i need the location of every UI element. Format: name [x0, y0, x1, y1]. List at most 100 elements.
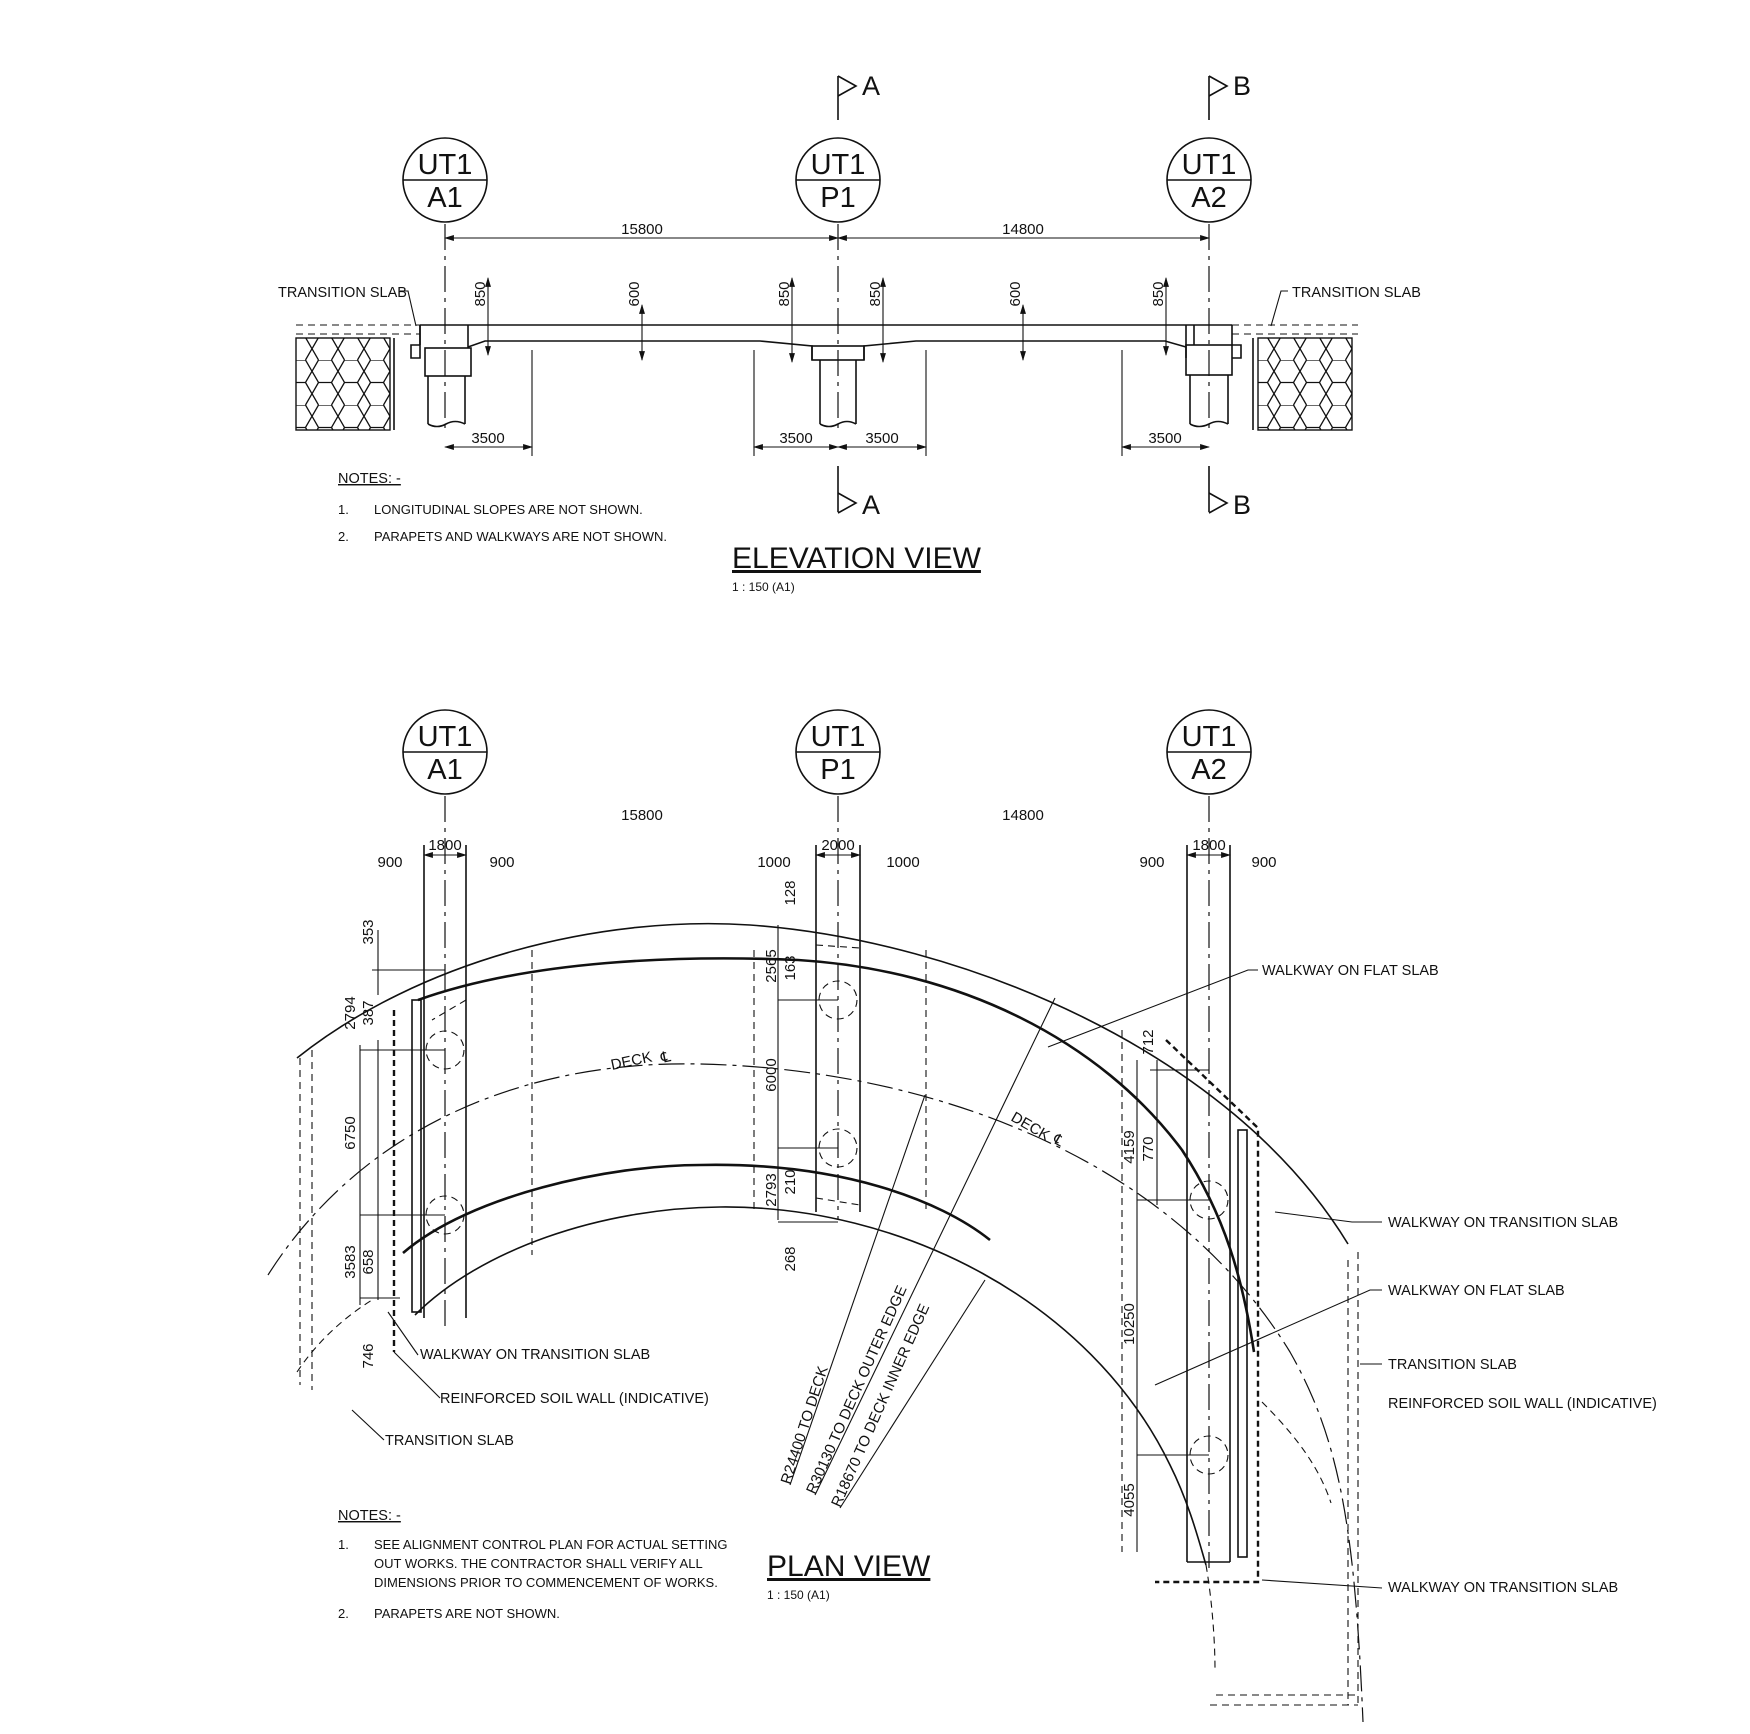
p1-dimension: 2793 — [763, 1173, 780, 1206]
note-number: 1. — [338, 1537, 349, 1552]
deck-elevation — [410, 324, 1242, 377]
elevation-depth-dimensions: 850 600 850 850 600 850 — [472, 277, 1169, 363]
width-total: 1800 — [428, 837, 461, 854]
bubble-bottom-text: A2 — [1191, 754, 1226, 786]
depth-dimension: 850 — [1150, 281, 1167, 306]
section-marker-a-bottom: A — [837, 466, 880, 520]
bubble-top-text: UT1 — [418, 721, 473, 753]
section-letter: B — [1233, 71, 1251, 101]
abutment-a2-plan — [1155, 845, 1359, 1706]
depth-dimension: 850 — [867, 281, 884, 306]
width-left: 900 — [377, 854, 402, 871]
a2-dimension: 4055 — [1121, 1483, 1138, 1516]
bubble-top-text: UT1 — [811, 721, 866, 753]
width-right: 900 — [489, 854, 514, 871]
label-walkway-transition-right: WALKWAY ON TRANSITION SLAB — [1388, 1215, 1618, 1231]
bubble-top-text: UT1 — [418, 149, 473, 181]
note-text: OUT WORKS. THE CONTRACTOR SHALL VERIFY A… — [374, 1556, 703, 1571]
depth-dimension: 600 — [626, 281, 643, 306]
bubble-bottom-text: P1 — [820, 754, 855, 786]
deck-outer-edge — [296, 922, 1349, 1245]
bubble-bottom-text: A1 — [427, 754, 462, 786]
plan-pier-bubble-a2: UT1 A2 — [1166, 709, 1252, 795]
bubble-bottom-text: P1 — [820, 182, 855, 214]
pier-p1-plan — [531, 845, 1123, 1552]
elevation-notes: NOTES: - 1. LONGITUDINAL SLOPES ARE NOT … — [338, 471, 667, 544]
width-total: 2000 — [821, 837, 854, 854]
width-left: 1000 — [757, 854, 790, 871]
bubble-top-text: UT1 — [1182, 721, 1237, 753]
a1-dimension: 3583 — [342, 1245, 359, 1278]
a2-dimension: 4159 — [1121, 1130, 1138, 1163]
section-letter: A — [862, 71, 880, 101]
label-soil-wall-right: REINFORCED SOIL WALL (INDICATIVE) — [1388, 1396, 1657, 1412]
elevation-piles — [427, 360, 1229, 428]
width-left: 900 — [1139, 854, 1164, 871]
transition-slab-arc-right — [1261, 1401, 1332, 1504]
depth-dimension: 850 — [472, 281, 489, 306]
plan-view: UT1 A1 UT1 P1 UT1 A2 15800 14800 — [267, 709, 1657, 1723]
plan-pier-bubble-p1: UT1 P1 — [795, 709, 881, 795]
deck-inner-walkway — [402, 1163, 991, 1254]
pier-bubble-p1: UT1 P1 — [795, 137, 881, 223]
a2-dimension: 770 — [1140, 1136, 1157, 1161]
section-letter: B — [1233, 490, 1251, 520]
note-text: PARAPETS AND WALKWAYS ARE NOT SHOWN. — [374, 529, 667, 544]
notes-heading: NOTES: - — [338, 1508, 401, 1524]
label-walkway-transition-left: WALKWAY ON TRANSITION SLAB — [420, 1347, 650, 1363]
section-marker-b-bottom: B — [1208, 466, 1251, 520]
view-title: ELEVATION VIEW — [732, 542, 982, 575]
a2-dimension: 712 — [1140, 1029, 1157, 1054]
elevation-offset-dimensions: 3500 3500 3500 3500 — [444, 350, 1210, 456]
deck-centreline — [267, 1063, 1364, 1723]
transition-slab-arc-left — [296, 1299, 373, 1373]
plan-deck-dash-right — [1205, 1564, 1216, 1671]
width-total: 1800 — [1192, 837, 1225, 854]
note-text: LONGITUDINAL SLOPES ARE NOT SHOWN. — [374, 502, 643, 517]
a1-dimension: 6750 — [342, 1116, 359, 1149]
plan-dims-a1: 353 2794 387 6750 3583 658 746 — [342, 919, 445, 1369]
elevation-span-dimensions: 15800 14800 — [444, 221, 1210, 241]
soil-wall-left — [295, 337, 391, 431]
plan-span-dimension: 15800 — [621, 807, 663, 824]
plan-notes: NOTES: - 1. SEE ALIGNMENT CONTROL PLAN F… — [338, 1508, 727, 1621]
a1-dimension: 746 — [360, 1343, 377, 1368]
span-dimension: 14800 — [1002, 221, 1044, 238]
p1-dimension: 268 — [782, 1246, 799, 1271]
a2-dimension: 10250 — [1121, 1303, 1138, 1345]
plan-centrelines — [444, 796, 1210, 1568]
elevation-view: A B A B UT1 A1 UT1 P1 — [278, 71, 1421, 594]
p1-dimension: 2565 — [763, 949, 780, 982]
plan-width-dimensions: 1800 900 900 2000 1000 1000 1800 900 900 — [377, 837, 1276, 871]
label-walkway-flat-right: WALKWAY ON FLAT SLAB — [1388, 1283, 1565, 1299]
label-transition-slab-right: TRANSITION SLAB — [1388, 1357, 1517, 1373]
depth-dimension: 850 — [776, 281, 793, 306]
p1-dimension: 210 — [782, 1169, 799, 1194]
label-soil-wall-left: REINFORCED SOIL WALL (INDICATIVE) — [440, 1391, 709, 1407]
section-marker-a-top: A — [837, 71, 880, 120]
note-number: 2. — [338, 529, 349, 544]
pier-bubble-a2: UT1 A2 — [1166, 137, 1252, 223]
plan-pier-bubble-a1: UT1 A1 — [402, 709, 488, 795]
p1-dimension: 163 — [782, 955, 799, 980]
deck-inner-edge — [414, 1206, 1207, 1566]
offset-dimension: 3500 — [1148, 430, 1181, 447]
section-letter: A — [862, 490, 880, 520]
plan-dims-p1: 128 2565 163 6000 2793 210 268 — [763, 880, 838, 1272]
span-dimension: 15800 — [621, 221, 663, 238]
depth-dimension: 600 — [1007, 281, 1024, 306]
a1-dimension: 387 — [360, 1000, 377, 1025]
p1-dimension: 6000 — [763, 1058, 780, 1091]
plan-labels-right: WALKWAY ON FLAT SLAB WALKWAY ON TRANSITI… — [1047, 963, 1657, 1596]
label-walkway-flat-top: WALKWAY ON FLAT SLAB — [1262, 963, 1439, 979]
a1-dimension: 353 — [360, 919, 377, 944]
note-text: DIMENSIONS PRIOR TO COMMENCEMENT OF WORK… — [374, 1575, 718, 1590]
label-walkway-transition-bottom: WALKWAY ON TRANSITION SLAB — [1388, 1580, 1618, 1596]
note-number: 2. — [338, 1606, 349, 1621]
offset-dimension: 3500 — [471, 430, 504, 447]
view-scale: 1 : 150 (A1) — [767, 1588, 830, 1602]
note-text: PARAPETS ARE NOT SHOWN. — [374, 1606, 560, 1621]
elevation-title-block: ELEVATION VIEW 1 : 150 (A1) — [732, 542, 982, 594]
plan-dims-a2: 712 4159 770 10250 4055 — [1121, 1029, 1209, 1552]
a1-dimension: 2794 — [342, 996, 359, 1029]
